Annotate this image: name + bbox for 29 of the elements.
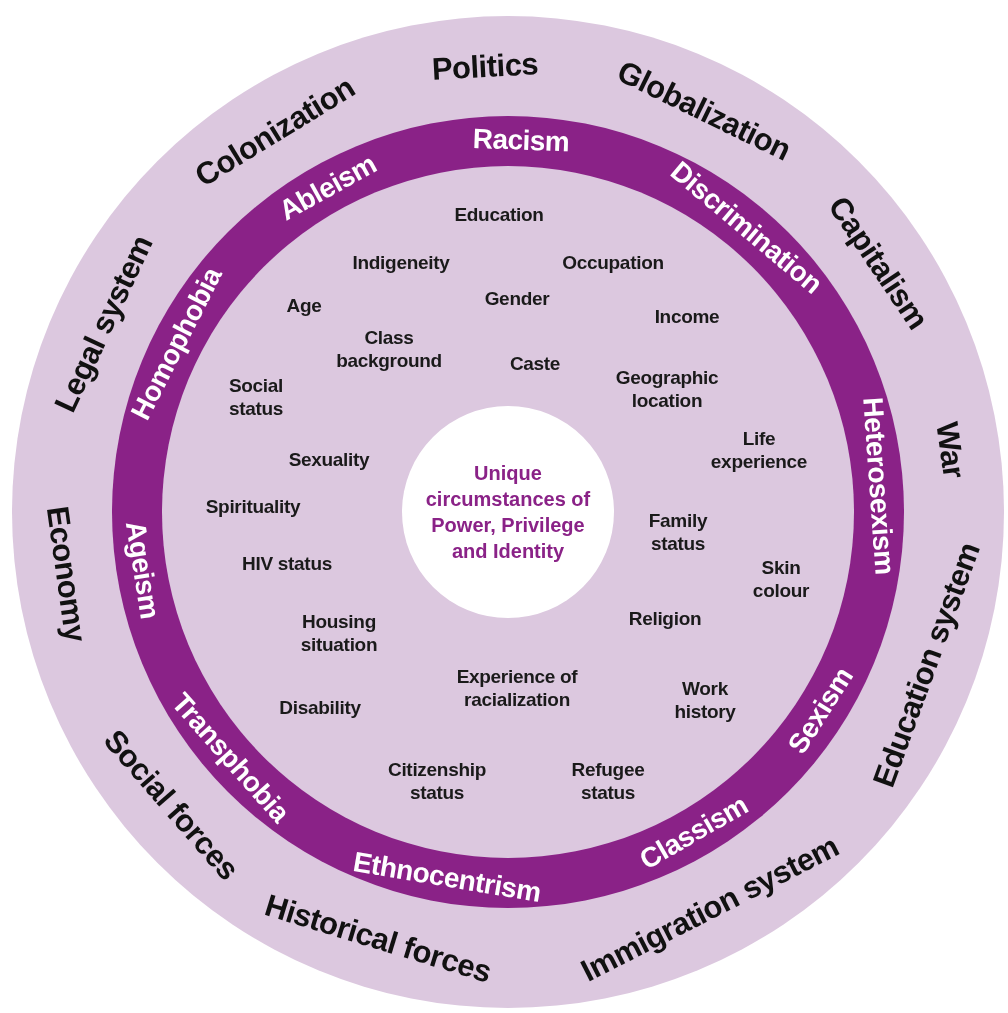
identity-factor-label: Geographic location [614, 367, 720, 413]
identity-factor-label: HIV status [242, 552, 332, 576]
oppression-label: Heterosexism [856, 396, 900, 576]
identity-factor-label: Housing situation [299, 611, 379, 657]
oppression-label: Ageism [118, 519, 165, 621]
identity-factor-label: Work history [673, 678, 737, 724]
identity-factor-label: Class background [335, 327, 443, 373]
identity-factor-label: Life experience [709, 428, 809, 474]
identity-factor-label: Occupation [562, 251, 664, 275]
identity-factor-label: Income [654, 305, 720, 329]
identity-factor-label: Social status [227, 375, 285, 421]
identity-factor-label: Experience of racialization [455, 666, 579, 712]
identity-factor-label: Refugee status [570, 759, 645, 803]
center-text: Unique circumstances of Power, Privilege and Identity [424, 461, 592, 564]
identity-factor-label: Religion [628, 607, 702, 631]
identity-factor-label: Family status [647, 510, 709, 556]
identity-factor-label: Education [454, 203, 544, 227]
identity-factor-label: Skin colour [751, 557, 811, 603]
oppression-label: Racism [472, 124, 570, 159]
identity-factor-label: Spirituality [205, 495, 301, 519]
structural-force-label: War [928, 419, 971, 480]
identity-factor-label: Sexuality [288, 448, 370, 472]
identity-factor-label: Indigeneity [352, 251, 450, 275]
identity-factor-label: Gender [484, 287, 550, 311]
identity-factor-label: Age [286, 294, 322, 318]
structural-force-label: Economy [40, 504, 93, 644]
identity-factor-label: Caste [509, 352, 561, 376]
identity-factor-label: Citizenship status [386, 759, 487, 805]
structural-force-label: Politics [430, 46, 539, 87]
